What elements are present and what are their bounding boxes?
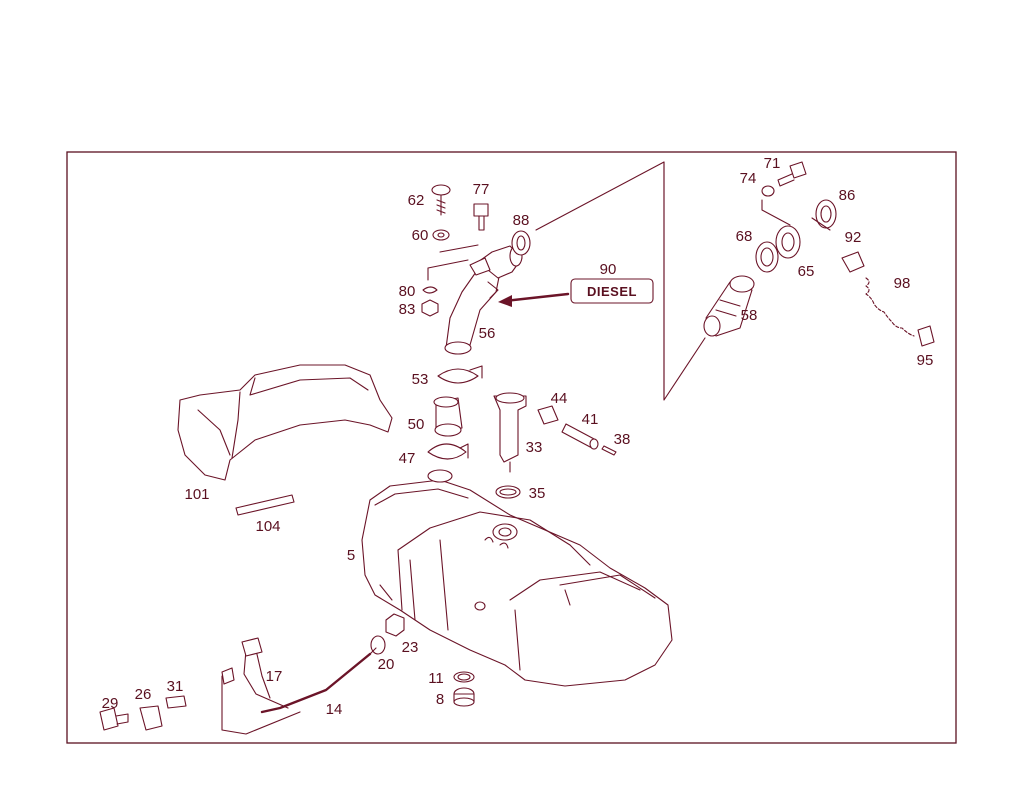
callout-29: 29 bbox=[102, 695, 119, 712]
diagram-frame bbox=[66, 151, 957, 744]
callout-58: 58 bbox=[741, 307, 758, 324]
callout-5: 5 bbox=[347, 547, 355, 564]
hose-50 bbox=[433, 396, 463, 437]
callout-11: 11 bbox=[428, 670, 444, 687]
bracket-26 bbox=[139, 705, 163, 731]
callout-23: 23 bbox=[402, 639, 419, 656]
callout-104: 104 bbox=[255, 518, 280, 535]
chain-98 bbox=[865, 277, 915, 337]
callout-20: 20 bbox=[378, 656, 395, 673]
callout-8: 8 bbox=[436, 691, 444, 708]
callout-53: 53 bbox=[412, 371, 429, 388]
callout-44: 44 bbox=[551, 390, 568, 407]
cap-86 bbox=[811, 199, 837, 231]
washer-74 bbox=[761, 185, 775, 197]
callout-56: 56 bbox=[479, 325, 496, 342]
diesel-label: DIESEL bbox=[498, 278, 654, 307]
callout-101: 101 bbox=[184, 486, 209, 503]
filler-neck-58 bbox=[703, 275, 755, 337]
callout-17: 17 bbox=[266, 668, 283, 685]
callout-50: 50 bbox=[408, 416, 425, 433]
gasket-68 bbox=[755, 241, 779, 273]
rod-14 bbox=[260, 647, 377, 714]
seal-ring-88 bbox=[511, 230, 531, 256]
callout-80: 80 bbox=[399, 283, 416, 300]
spring-nut-80 bbox=[422, 286, 438, 294]
bolt-29 bbox=[99, 707, 129, 731]
callout-86: 86 bbox=[839, 187, 856, 204]
callout-65: 65 bbox=[798, 263, 815, 280]
callout-90: 90 bbox=[600, 261, 617, 278]
washer-60 bbox=[432, 229, 450, 241]
heat-shield bbox=[177, 364, 393, 481]
callout-labels: 5 8 11 14 17 20 23 26 29 31 33 35 38 41 … bbox=[102, 155, 934, 718]
fuel-tank bbox=[361, 469, 673, 687]
detail-view-lines bbox=[535, 161, 706, 401]
callout-68: 68 bbox=[736, 228, 753, 245]
callout-95: 95 bbox=[917, 352, 934, 369]
callout-26: 26 bbox=[135, 686, 152, 703]
bolt-77 bbox=[473, 203, 489, 231]
callout-33: 33 bbox=[526, 439, 543, 456]
seal-ring-11 bbox=[453, 671, 475, 683]
callout-62: 62 bbox=[408, 192, 425, 209]
plate-31 bbox=[165, 695, 187, 709]
clip-92 bbox=[841, 251, 865, 273]
screw-62 bbox=[431, 184, 451, 216]
callout-38: 38 bbox=[614, 431, 631, 448]
clamp-47 bbox=[427, 443, 469, 460]
callout-71: 71 bbox=[764, 155, 781, 172]
screw-71 bbox=[777, 161, 807, 187]
pin-38 bbox=[601, 445, 617, 456]
strip-104 bbox=[235, 494, 295, 516]
callout-60: 60 bbox=[412, 227, 429, 244]
callout-31: 31 bbox=[167, 678, 184, 695]
callout-83: 83 bbox=[399, 301, 416, 318]
strap-17 bbox=[221, 637, 301, 735]
callout-98: 98 bbox=[894, 275, 911, 292]
plug-8 bbox=[453, 687, 475, 707]
callout-35: 35 bbox=[529, 485, 546, 502]
diesel-label-text: DIESEL bbox=[587, 284, 637, 299]
clip-44 bbox=[537, 405, 559, 425]
nut-83 bbox=[421, 299, 439, 317]
nut-23 bbox=[385, 613, 405, 637]
callout-77: 77 bbox=[473, 181, 490, 198]
callout-74: 74 bbox=[740, 170, 757, 187]
clamp-53 bbox=[437, 365, 483, 384]
callout-88: 88 bbox=[513, 212, 530, 229]
tab-95 bbox=[917, 325, 935, 347]
ring-65 bbox=[775, 225, 801, 259]
callout-47: 47 bbox=[399, 450, 416, 467]
callout-41: 41 bbox=[582, 411, 599, 428]
callout-14: 14 bbox=[326, 701, 343, 718]
seal-ring-35 bbox=[495, 485, 521, 499]
callout-92: 92 bbox=[845, 229, 862, 246]
fuel-sender-33 bbox=[493, 392, 527, 473]
